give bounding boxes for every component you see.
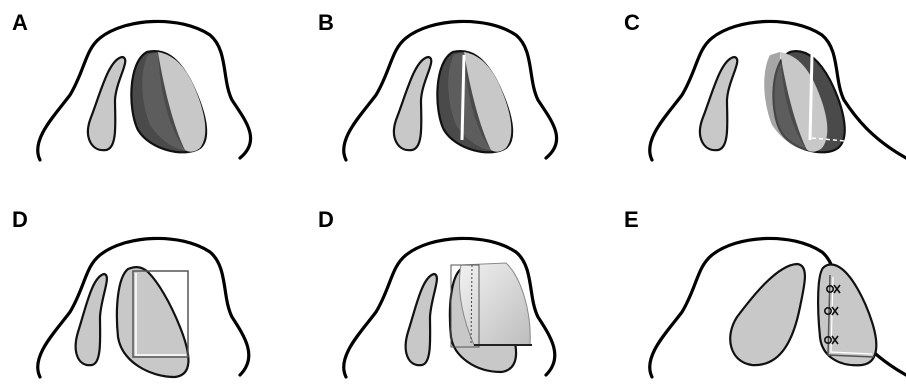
nose-base-diagram-e [612, 197, 906, 387]
nose-base-diagram-b [306, 0, 606, 190]
panel-d-1: D [0, 197, 300, 387]
nose-base-diagram-d2 [306, 197, 606, 387]
left-nostril [730, 264, 805, 365]
vertical-incision [462, 55, 464, 140]
rotated-flap [459, 263, 530, 345]
panel-d-2: D [306, 197, 606, 387]
right-nostril [818, 265, 876, 366]
nose-base-diagram-a [0, 0, 300, 190]
nose-base-diagram-d1 [0, 197, 300, 387]
left-nostril [394, 57, 431, 150]
right-nostril [117, 267, 189, 377]
left-nostril [406, 274, 437, 365]
left-nostril [88, 57, 125, 150]
vertical-incision [810, 55, 812, 140]
panel-e: E [612, 197, 906, 387]
left-nostril [700, 57, 737, 150]
panel-b: B [306, 0, 606, 190]
panel-a: A [0, 0, 300, 190]
panel-c: C [612, 0, 906, 190]
nose-base-diagram-c [612, 0, 906, 190]
